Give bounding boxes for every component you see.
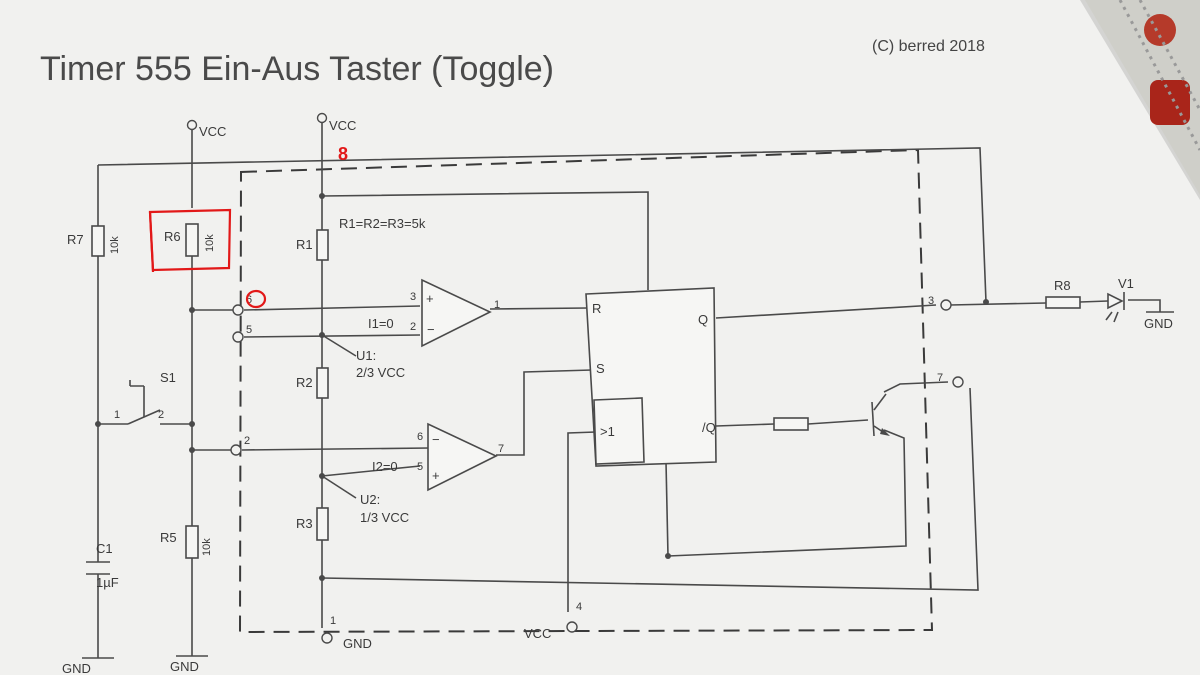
pin-6: 6 (232, 294, 252, 316)
svg-text:10k: 10k (109, 236, 121, 254)
svg-text:VCC: VCC (329, 118, 356, 133)
svg-text:R5: R5 (160, 530, 177, 545)
svg-text:U1:: U1: (356, 348, 376, 363)
svg-text:VCC: VCC (524, 626, 551, 641)
pin-7: 7 (937, 372, 964, 388)
led-v1: V1 (1105, 276, 1134, 323)
svg-text:2: 2 (158, 409, 164, 421)
gnd-terminal-led: GND (1144, 311, 1174, 331)
resistor-r1: R1 (296, 229, 329, 261)
svg-text:2: 2 (410, 321, 416, 333)
transistor-discharge (871, 393, 890, 437)
comparator-u2: − + 6 5 7 I2=0 U2: 1/3 VCC (360, 422, 504, 525)
svg-text:Q: Q (698, 312, 708, 327)
svg-text:6: 6 (417, 431, 423, 443)
resistor-note: R1=R2=R3=5k (339, 216, 426, 231)
pin-1: 1 (330, 615, 336, 627)
resistor-r2: R2 (296, 367, 329, 399)
svg-text:GND: GND (170, 659, 199, 674)
annotation-pin-circle (245, 289, 267, 309)
gnd-terminal-r5: GND (170, 655, 208, 674)
breadboard-photo (1085, 0, 1200, 195)
svg-text:R7: R7 (67, 232, 84, 247)
svg-text:5: 5 (246, 324, 252, 336)
annotation-pin-number: 8 (338, 144, 348, 164)
gnd-terminal-chip: GND (321, 632, 372, 651)
svg-text:>1: >1 (600, 424, 615, 439)
svg-text:S1: S1 (160, 370, 176, 385)
svg-text:GND: GND (343, 636, 372, 651)
pin-2: 2 (230, 435, 250, 456)
svg-text:7: 7 (937, 372, 943, 384)
svg-text:3: 3 (410, 291, 416, 303)
vcc-terminal-pin4: VCC (524, 621, 578, 641)
svg-text:/Q: /Q (702, 420, 716, 435)
svg-text:1: 1 (494, 299, 500, 311)
resistor-r3: R3 (296, 507, 329, 541)
capacitor-c1: C1 1µF (86, 541, 119, 590)
svg-text:C1: C1 (96, 541, 113, 556)
page-title: Timer 555 Ein-Aus Taster (Toggle) (40, 50, 554, 88)
resistor-r8: R8 (1045, 278, 1081, 309)
annotation-r6-highlight (148, 208, 232, 273)
svg-text:3: 3 (928, 295, 934, 307)
resistor-r7: R7 10k (67, 225, 121, 257)
svg-text:+: + (426, 291, 434, 306)
svg-text:−: − (427, 322, 435, 337)
svg-text:R8: R8 (1054, 278, 1071, 293)
svg-text:V1: V1 (1118, 276, 1134, 291)
svg-text:I1=0: I1=0 (368, 316, 394, 331)
resistor-r5: R5 10k (160, 525, 213, 559)
svg-text:R6: R6 (164, 229, 181, 244)
svg-text:1/3 VCC: 1/3 VCC (360, 510, 409, 525)
svg-text:10k: 10k (204, 234, 216, 252)
comparator-u1: + − 3 2 1 I1=0 U1: 2/3 VCC (356, 278, 500, 380)
svg-text:GND: GND (1144, 316, 1173, 331)
svg-text:S: S (596, 361, 605, 376)
svg-text:+: + (432, 468, 440, 483)
resistor-r6: R6 10k (164, 223, 216, 257)
vcc-terminal-left: VCC (186, 119, 226, 139)
ic-555-outline (238, 148, 934, 634)
flip-flop: R S Q /Q >1 (585, 287, 717, 467)
svg-text:R2: R2 (296, 375, 313, 390)
svg-text:6: 6 (246, 294, 252, 306)
pin-5: 5 (232, 324, 252, 343)
wires (97, 122, 1161, 658)
svg-text:VCC: VCC (199, 124, 226, 139)
svg-text:−: − (432, 432, 440, 447)
svg-text:1µF: 1µF (96, 575, 119, 590)
svg-text:GND: GND (62, 661, 91, 675)
junctions (95, 193, 989, 581)
svg-text:2: 2 (244, 435, 250, 447)
svg-text:1: 1 (114, 409, 120, 421)
svg-text:I2=0: I2=0 (372, 459, 398, 474)
svg-text:R3: R3 (296, 516, 313, 531)
svg-text:U2:: U2: (360, 492, 380, 507)
svg-text:10k: 10k (201, 538, 213, 556)
svg-text:7: 7 (498, 443, 504, 455)
resistor-discharge (773, 417, 809, 431)
pin-4: 4 (576, 601, 582, 613)
svg-text:R: R (592, 301, 601, 316)
copyright-note: (C) berred 2018 (872, 38, 985, 55)
gnd-terminal-c1: GND (62, 657, 114, 675)
switch-s1: S1 1 2 (114, 370, 176, 425)
svg-text:5: 5 (417, 461, 423, 473)
pin-3: 3 (928, 295, 952, 311)
svg-text:R1: R1 (296, 237, 313, 252)
svg-text:4: 4 (576, 601, 582, 613)
svg-text:2/3 VCC: 2/3 VCC (356, 365, 405, 380)
vcc-terminal-chip: VCC (316, 112, 356, 133)
svg-text:1: 1 (330, 615, 336, 627)
